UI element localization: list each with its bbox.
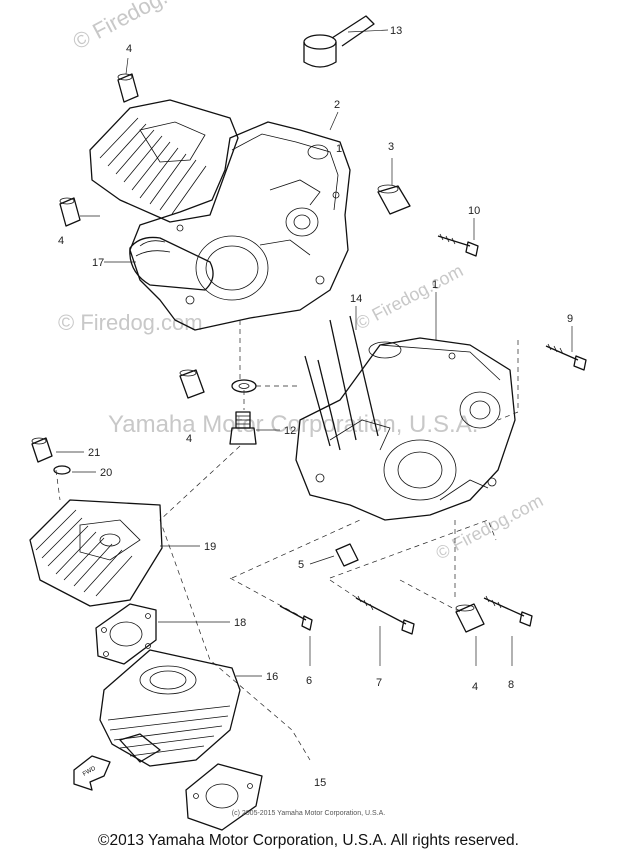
part-7-bolt bbox=[355, 595, 415, 635]
part-4-dowel-left bbox=[59, 197, 81, 227]
part-9-bolt bbox=[545, 343, 587, 371]
callout-13: 13 bbox=[390, 25, 402, 37]
small-copyright-notice: (c) 2005-2015 Yamaha Motor Corporation, … bbox=[231, 810, 386, 817]
watermark-left: © Firedog.com bbox=[58, 310, 203, 335]
callout-20: 20 bbox=[100, 467, 112, 479]
part-5-dowel bbox=[335, 543, 359, 567]
callout-4-bottom: 4 bbox=[472, 681, 478, 693]
part-4-dowel-bottom bbox=[455, 603, 485, 633]
callout-6: 6 bbox=[306, 675, 312, 687]
callout-1-mid: 1 bbox=[432, 279, 438, 291]
part-4-dowel-top bbox=[117, 73, 139, 103]
part-15-base-gasket bbox=[185, 763, 263, 831]
part-13-cap bbox=[303, 15, 375, 68]
callout-14: 14 bbox=[350, 293, 362, 305]
copyright-notice: ©2013 Yamaha Motor Corporation, U.S.A. A… bbox=[98, 832, 519, 849]
watermark-top-right: © Firedog.com bbox=[69, 0, 208, 54]
part-10-bolt bbox=[437, 233, 479, 257]
callout-5: 5 bbox=[298, 559, 304, 571]
callout-19: 19 bbox=[204, 541, 216, 553]
part-3-collar bbox=[377, 184, 411, 215]
part-12-bolt bbox=[229, 411, 257, 445]
callout-8: 8 bbox=[508, 679, 514, 691]
watermark-lower-right: © Firedog.com bbox=[432, 490, 546, 563]
fwd-label: FWD bbox=[82, 765, 97, 777]
callout-21: 21 bbox=[88, 447, 100, 459]
callout-16: 16 bbox=[266, 671, 278, 683]
watermark-mid-right: © Firedog.com bbox=[352, 260, 466, 333]
callout-3: 3 bbox=[388, 141, 394, 153]
callout-9: 9 bbox=[567, 313, 573, 325]
callout-1-top: 1 bbox=[336, 143, 342, 155]
upper-crankcase-assembly bbox=[89, 99, 351, 331]
callout-10: 10 bbox=[468, 205, 480, 217]
fwd-arrow-icon: FWD bbox=[73, 755, 111, 791]
callout-15: 15 bbox=[314, 777, 326, 789]
part-20-washer bbox=[53, 465, 71, 475]
watermark-center: Yamaha Motor Corporation, U.S.A. bbox=[108, 411, 478, 438]
callout-4-left: 4 bbox=[58, 235, 64, 247]
part-8-bolt bbox=[483, 595, 533, 627]
part-4-dowel-center bbox=[179, 369, 205, 399]
callout-18: 18 bbox=[234, 617, 246, 629]
callout-4-top: 4 bbox=[126, 43, 132, 55]
part-18-head-gasket bbox=[95, 603, 157, 665]
callout-2: 2 bbox=[334, 99, 340, 111]
part-21-cap bbox=[31, 437, 53, 463]
part-16-cylinder bbox=[99, 649, 241, 767]
callout-4-center: 4 bbox=[186, 433, 192, 445]
callout-17: 17 bbox=[92, 257, 104, 269]
callout-12: 12 bbox=[284, 425, 296, 437]
part-6-bolt bbox=[279, 605, 313, 631]
lower-crankcase-assembly bbox=[295, 337, 516, 521]
callout-7: 7 bbox=[376, 677, 382, 689]
part-19-cylinder-head bbox=[29, 499, 163, 607]
